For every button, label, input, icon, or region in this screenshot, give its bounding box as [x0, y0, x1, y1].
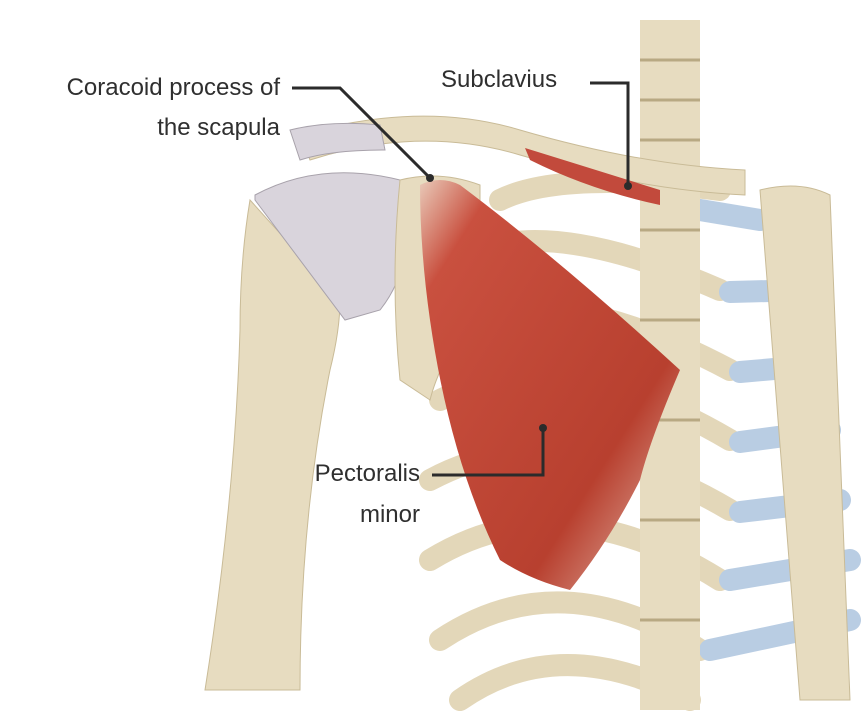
subclavius-muscle [525, 148, 660, 205]
coracoid-pointer-dot [426, 174, 434, 182]
sternum [759, 185, 851, 701]
label-pectoralis-line1: Pectoralis [314, 460, 420, 487]
pectoralis-pointer-dot [539, 424, 547, 432]
clavicle [299, 115, 746, 196]
pectoralis-minor-muscle [420, 180, 680, 590]
subclavius-pointer-dot [624, 182, 632, 190]
humerus [204, 198, 341, 691]
label-coracoid-line2: the scapula [157, 114, 280, 141]
leader-lines [292, 81, 630, 477]
pectoralis-leader [432, 428, 545, 477]
coracoid-leader [292, 86, 432, 180]
label-pectoralis-line2: minor [359, 501, 420, 528]
subclavius-leader [590, 81, 630, 186]
label-coracoid-line1: Coracoid process of [66, 74, 280, 101]
acromion [289, 122, 386, 161]
label-subclavius: Subclavius [441, 66, 558, 93]
